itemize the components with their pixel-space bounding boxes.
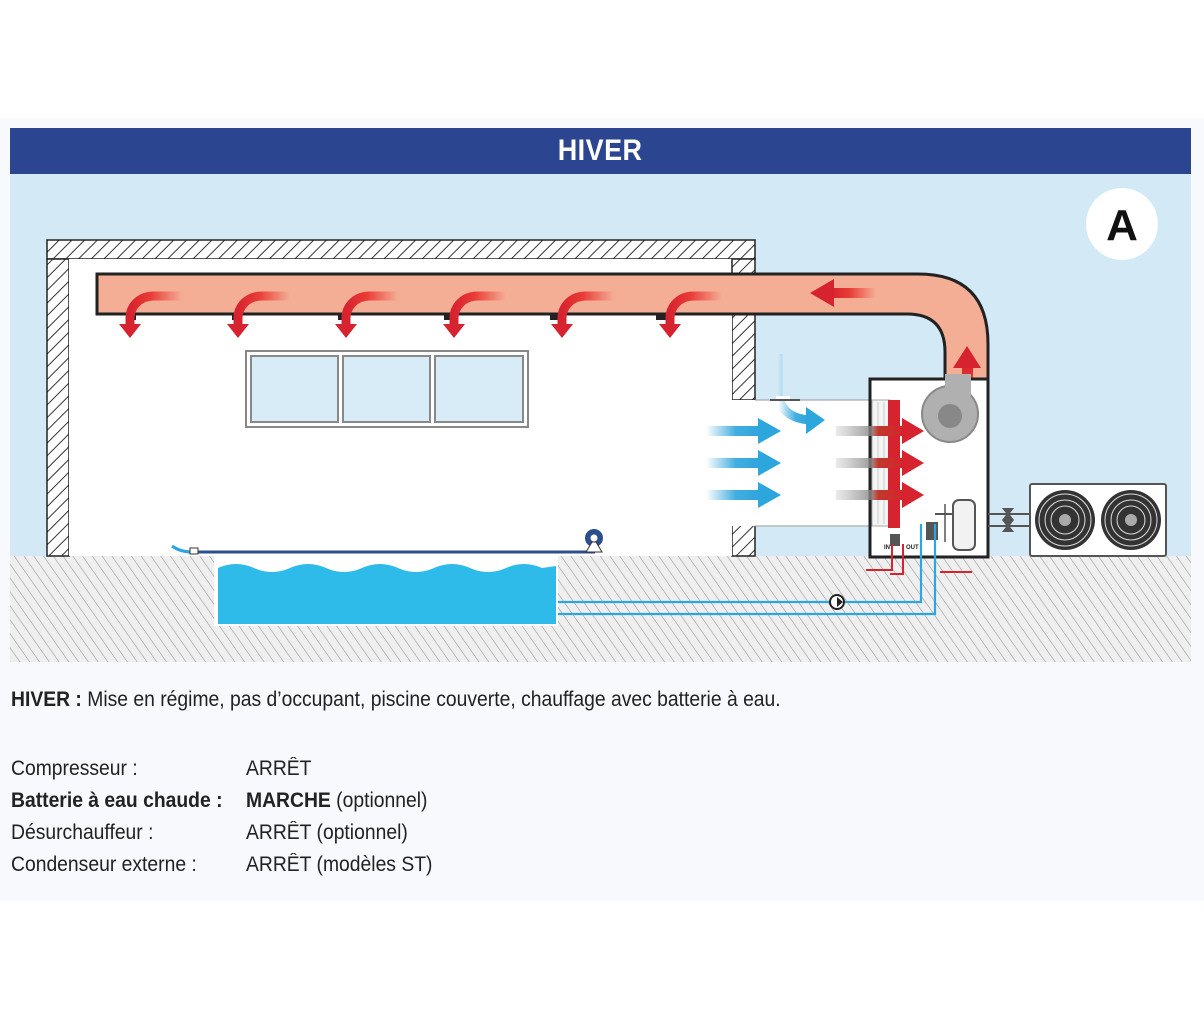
building-roof (46, 239, 756, 260)
supply-duct (95, 272, 990, 383)
status-value: ARRÊT (246, 757, 312, 780)
status-note: (optionnel) (336, 789, 428, 812)
caption-text: Mise en régime, pas d’occupant, piscine … (87, 688, 781, 711)
cover-reel-icon (585, 529, 603, 553)
window (245, 350, 529, 428)
status-note: (modèles ST) (316, 853, 433, 876)
status-label: Condenseur externe : (11, 853, 197, 876)
pool-water (218, 564, 556, 624)
in-label: IN (884, 545, 890, 551)
status-value: ARRÊT (246, 853, 312, 876)
compressor-icon (952, 499, 976, 551)
hvac-diagram: IN OUT (10, 174, 1191, 662)
caption-label: HIVER : (11, 688, 82, 711)
supply-air-arrows (836, 418, 924, 508)
caption: HIVER : Mise en régime, pas d’occupant, … (11, 688, 848, 712)
title-bar: HIVER (10, 128, 1191, 174)
pool-water-pipes (558, 524, 937, 616)
external-condenser (1029, 483, 1167, 557)
valve-icon (926, 522, 938, 540)
ground (10, 556, 1191, 662)
status-value: ARRÊT (246, 821, 312, 844)
status-label: Compresseur : (11, 757, 138, 780)
out-label: OUT (906, 545, 919, 551)
refrigerant-lines (988, 508, 1030, 532)
badge-circle (1086, 188, 1158, 260)
building-right-wall-upper (731, 313, 756, 401)
return-air-arrows (706, 418, 781, 508)
status-label: Désurchauffeur : (11, 821, 154, 844)
status-value: MARCHE (246, 789, 331, 812)
intake-arrow (773, 354, 811, 425)
status-label: Batterie à eau chaude : (11, 789, 223, 812)
page-title: HIVER (558, 134, 643, 167)
duct-flow-arrow (810, 279, 876, 307)
status-note: (optionnel) (316, 821, 408, 844)
building-left-wall (46, 258, 70, 557)
badge-letter: A (1106, 201, 1138, 250)
hot-water-pipes (866, 544, 972, 575)
